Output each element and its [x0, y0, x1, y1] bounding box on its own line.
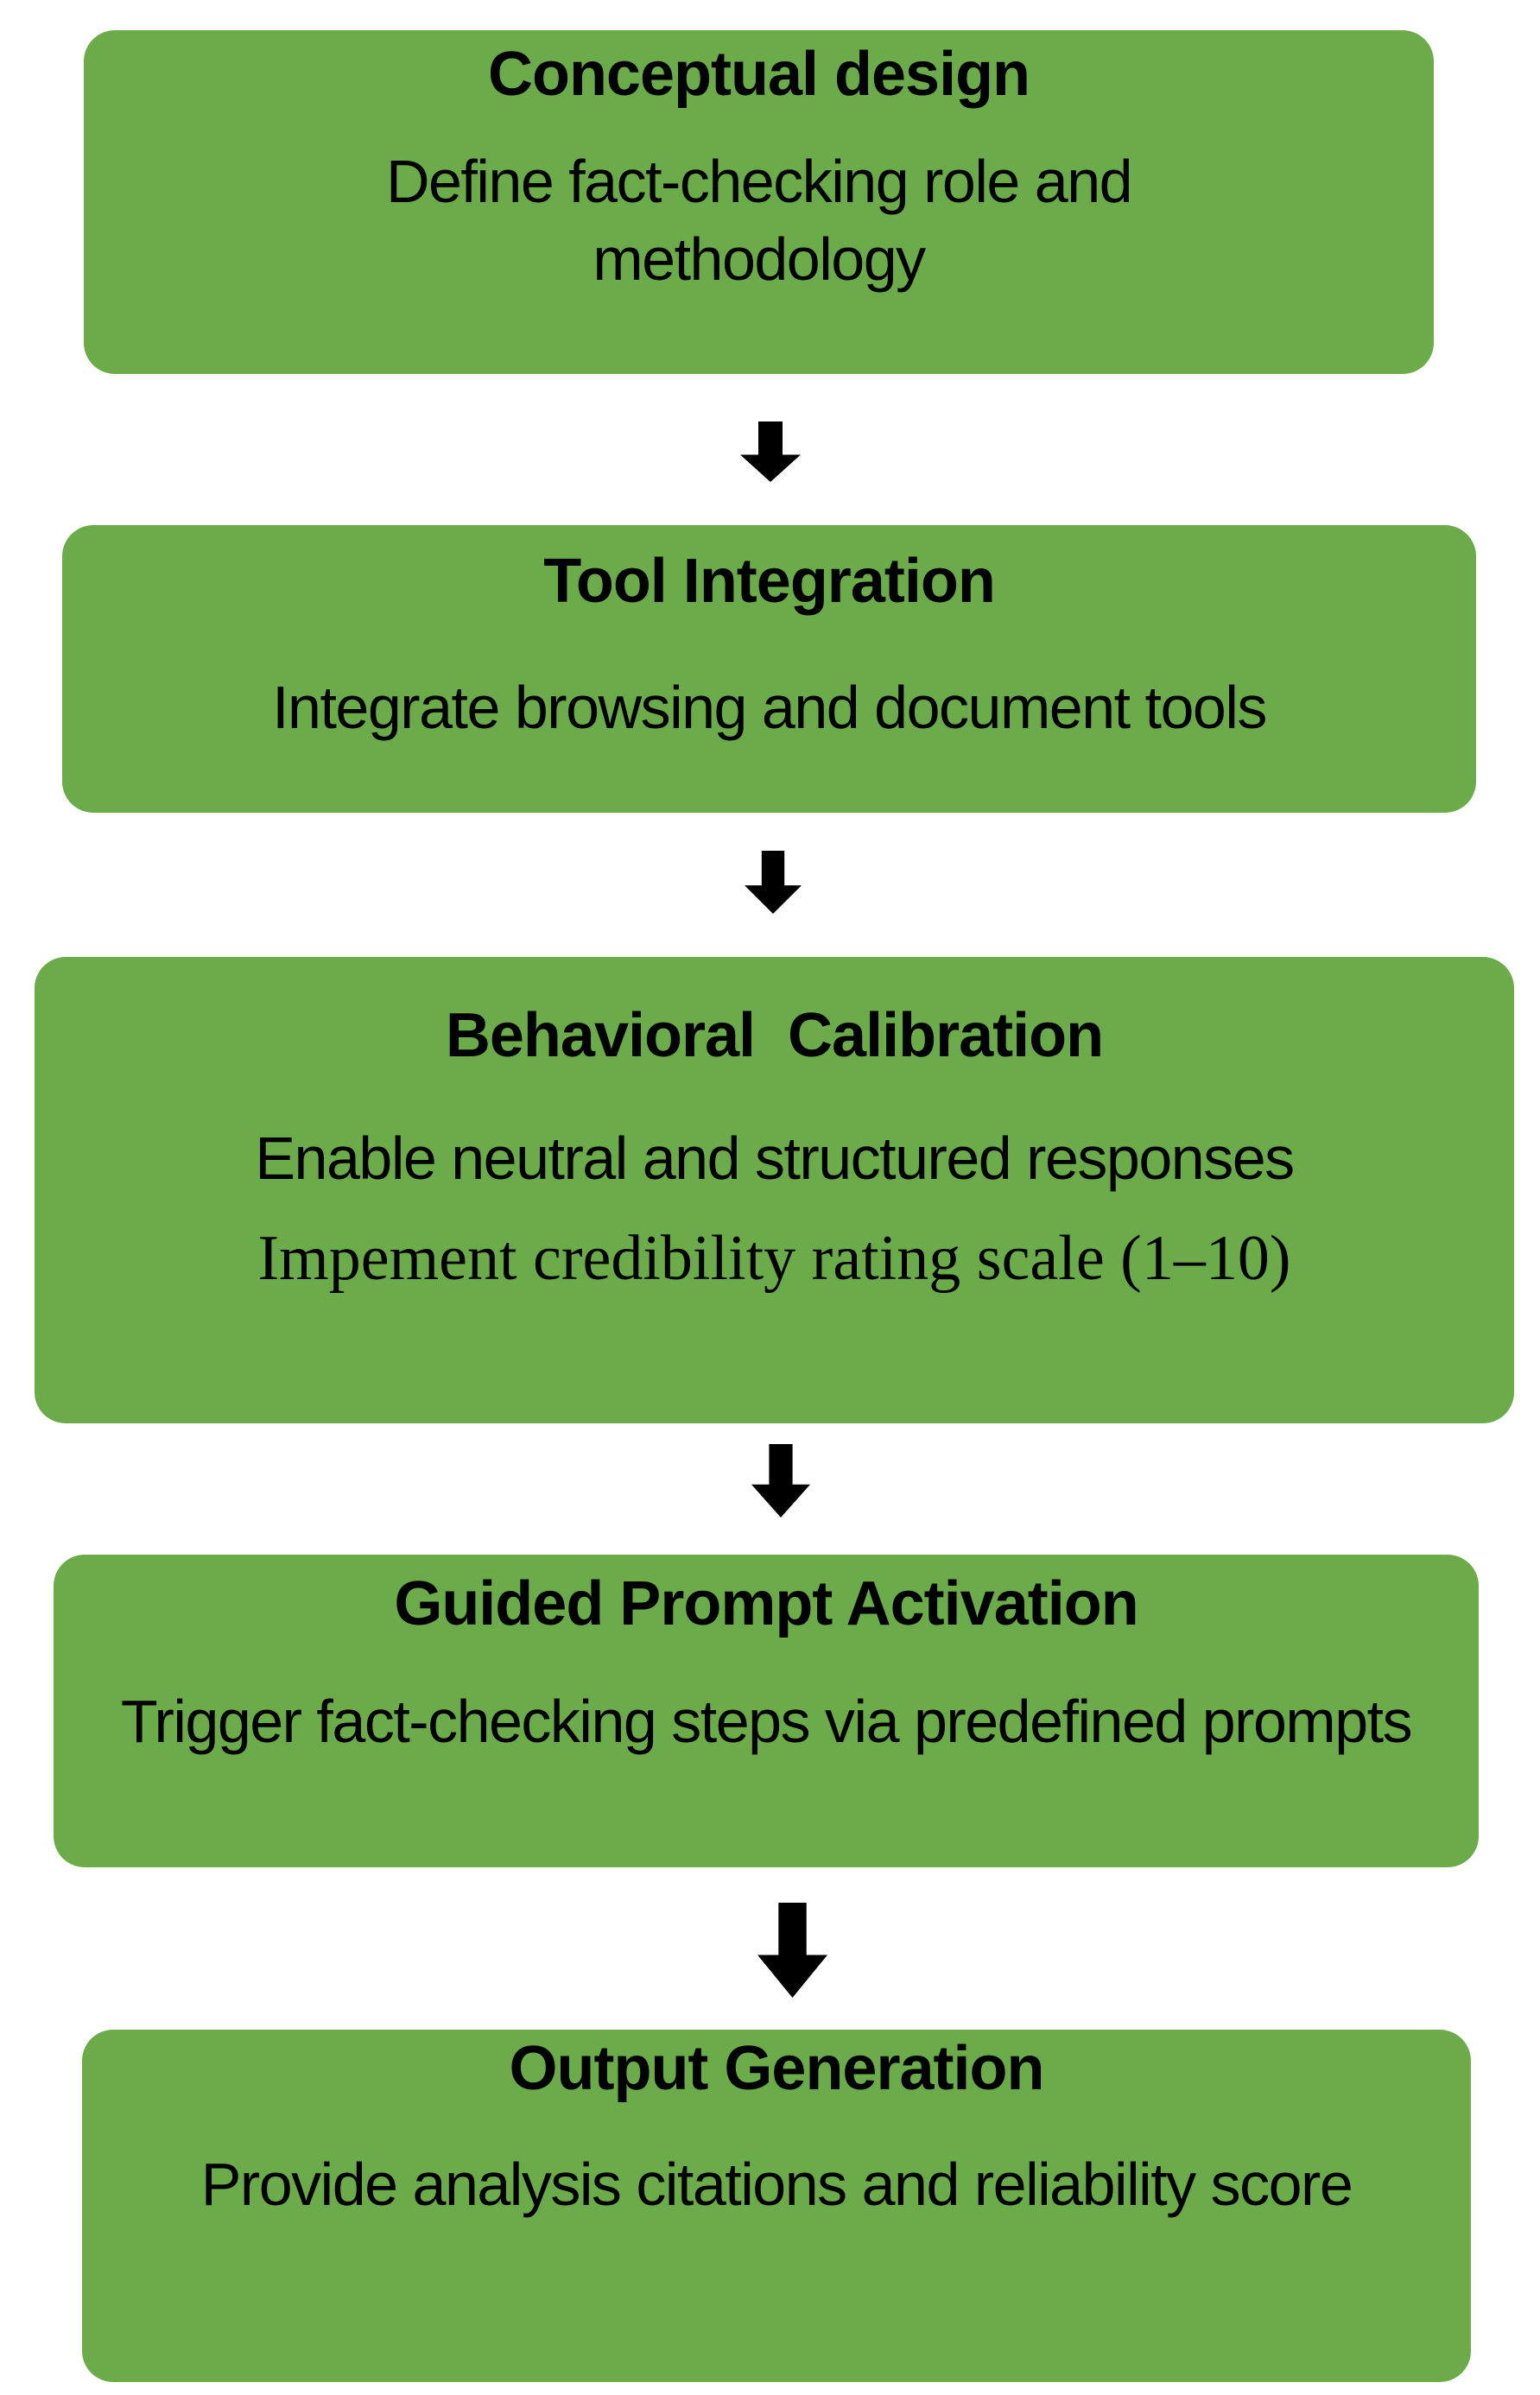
down-arrow-icon — [757, 1903, 827, 1998]
step-description: Trigger fact-checking steps via predefin… — [120, 1688, 1413, 1756]
down-arrow-icon — [751, 1444, 810, 1517]
step-box-behavioral-calibration: Behavioral Calibration Enable neutral an… — [35, 957, 1514, 1423]
down-arrow-icon — [740, 421, 801, 482]
step-title: Tool Integration — [543, 547, 996, 616]
step-box-output-generation: Output Generation Provide analysis citat… — [82, 2030, 1471, 2382]
step-box-tool-integration: Tool Integration Integrate browsing and … — [62, 525, 1476, 813]
step-box-guided-prompt-activation: Guided Prompt Activation Trigger fact-ch… — [54, 1555, 1479, 1867]
step-description: Enable neutral and structured responses — [255, 1125, 1295, 1193]
step-description: Integrate browsing and document tools — [272, 674, 1267, 742]
step-box-conceptual-design: Conceptual design Define fact-checking r… — [84, 30, 1434, 374]
step-description: Define fact-checking role and methodolog… — [385, 148, 1133, 293]
step-title: Output Generation — [509, 2034, 1045, 2103]
step-description: Provide analysis citations and reliabili… — [200, 2151, 1353, 2219]
down-arrow-icon — [745, 851, 802, 914]
step-title: Conceptual design — [487, 40, 1030, 109]
step-title: Behavioral Calibration — [445, 1001, 1104, 1070]
step-description-secondary: Impement credibility rating scale (1–10) — [257, 1222, 1291, 1294]
step-title: Guided Prompt Activation — [394, 1569, 1138, 1638]
